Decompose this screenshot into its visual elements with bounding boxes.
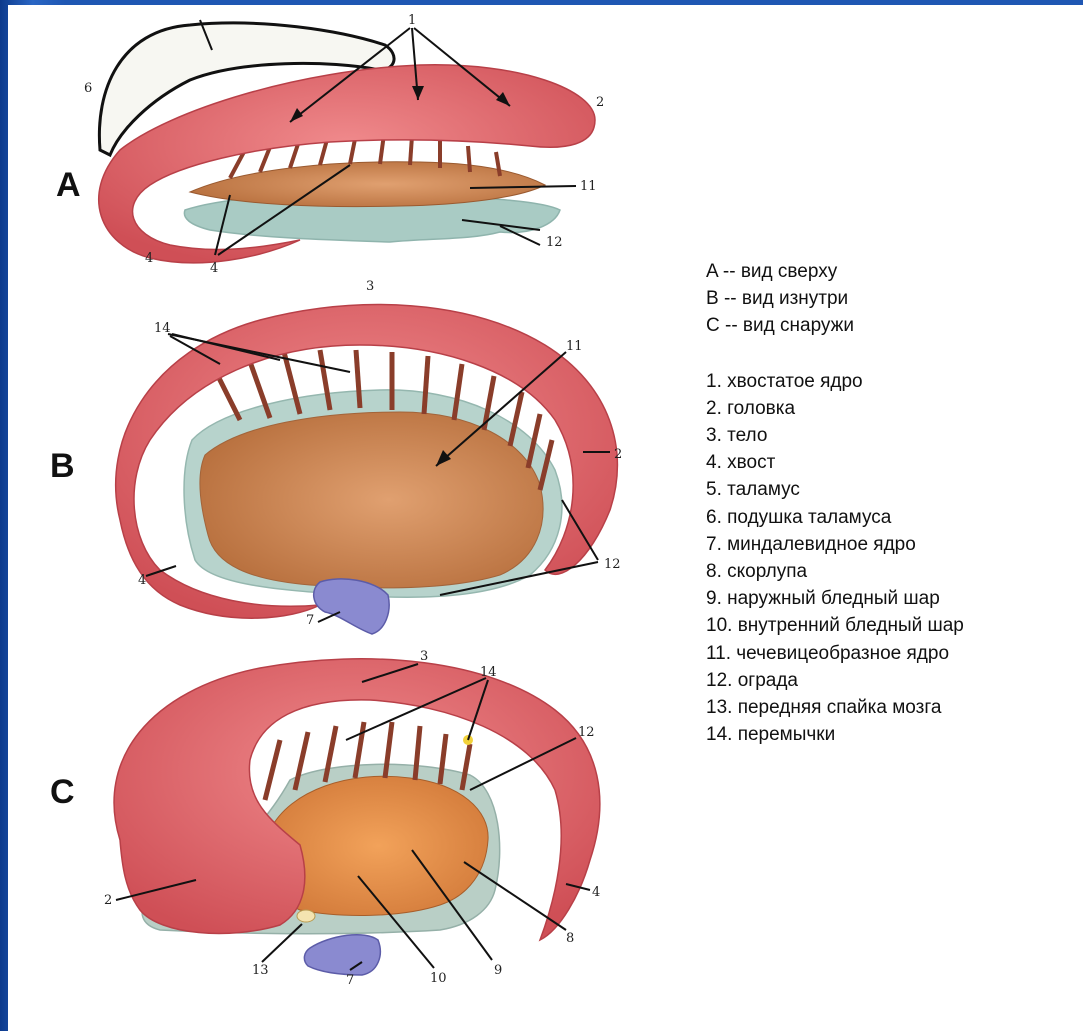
label-c-7: 7 — [346, 973, 354, 988]
label-a-12: 12 — [546, 235, 563, 250]
legend-item: 10. внутренний бледный шар — [706, 612, 964, 639]
label-a-4: 4 — [210, 261, 218, 276]
legend-item: 9. наружный бледный шар — [706, 585, 964, 612]
legend-item: 7. миндалевидное ядро — [706, 531, 964, 558]
legend-item: 13. передняя спайка мозга — [706, 694, 964, 721]
label-b-2: 2 — [614, 447, 622, 462]
legend-item: 2. головка — [706, 395, 964, 422]
label-c-9: 9 — [494, 963, 502, 978]
legend-spacer — [706, 340, 964, 368]
lentiform-b — [200, 412, 543, 588]
label-c-10: 10 — [430, 971, 447, 986]
legend-item: 8. скорлупа — [706, 558, 964, 585]
legend-view-c: C -- вид снаружи — [706, 312, 964, 339]
label-c-3: 3 — [420, 649, 428, 664]
legend-item: 1. хвостатое ядро — [706, 368, 964, 395]
label-b-3: 3 — [366, 279, 374, 294]
label-b-4: 4 — [138, 573, 146, 588]
label-b-12: 12 — [604, 557, 621, 572]
legend-item: 5. таламус — [706, 476, 964, 503]
legend-item: 12. ограда — [706, 667, 964, 694]
legend: A -- вид сверху B -- вид изнутри C -- ви… — [706, 258, 964, 748]
label-a-1: 1 — [408, 13, 416, 28]
label-c-2: 2 — [104, 893, 112, 908]
label-a-11: 11 — [580, 179, 597, 194]
amygdala-c — [304, 935, 380, 975]
view-b-drawing: 3 14 11 2 12 4 7 — [116, 279, 623, 634]
label-c-14: 14 — [480, 665, 497, 680]
legend-item: 11. чечевицеобразное ядро — [706, 640, 964, 667]
legend-item: 6. подушка таламуса — [706, 504, 964, 531]
label-a-6: 6 — [84, 81, 92, 96]
label-c-8: 8 — [566, 931, 574, 946]
label-a-4-tail: 4 — [145, 251, 153, 266]
legend-view-b: B -- вид изнутри — [706, 285, 964, 312]
label-c-4: 4 — [592, 885, 600, 900]
label-b-11: 11 — [566, 339, 583, 354]
label-c-12: 12 — [578, 725, 595, 740]
view-letter-c: C — [50, 773, 75, 812]
label-b-14: 14 — [154, 321, 171, 336]
label-b-7: 7 — [306, 613, 314, 628]
label-c-13: 13 — [252, 963, 269, 978]
legend-item: 4. хвост — [706, 449, 964, 476]
view-a-drawing: 1 6 2 11 12 4 4 — [84, 13, 604, 276]
view-c-drawing: 3 14 12 4 8 9 10 7 13 2 — [104, 649, 600, 988]
legend-item: 3. тело — [706, 422, 964, 449]
legend-view-a: A -- вид сверху — [706, 258, 964, 285]
label-a-2: 2 — [596, 95, 604, 110]
view-letter-a: A — [56, 166, 81, 205]
legend-item: 14. перемычки — [706, 721, 964, 748]
view-letter-b: B — [50, 447, 75, 486]
amygdala-b — [314, 579, 389, 634]
anterior-commissure-c — [297, 910, 315, 922]
